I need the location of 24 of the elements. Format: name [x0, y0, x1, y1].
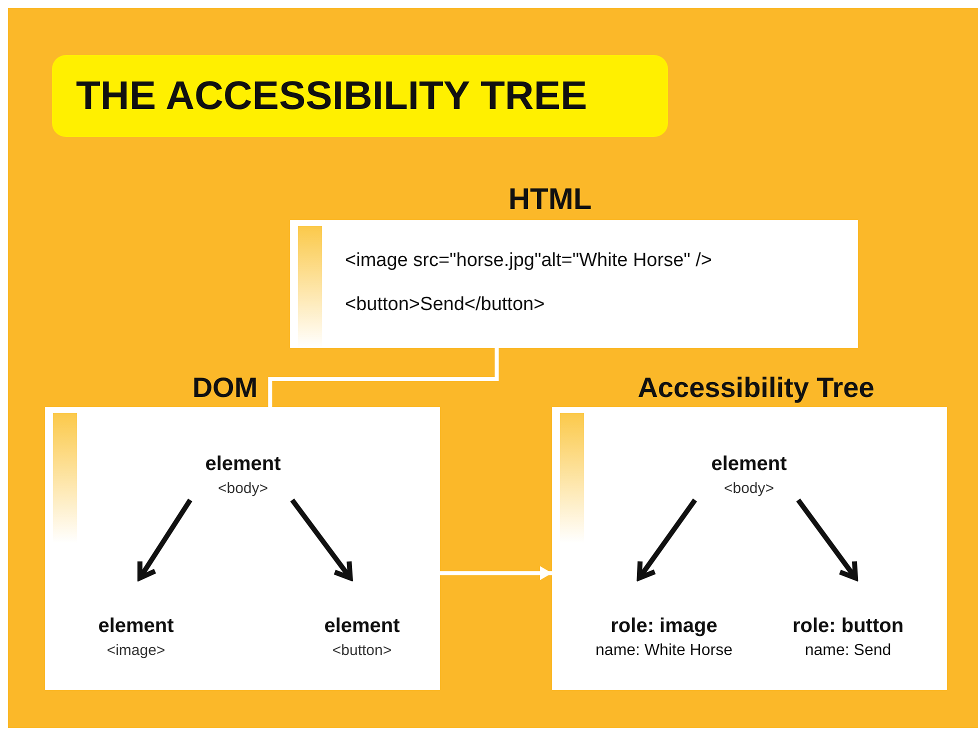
panel-heading: Accessibility Tree [636, 371, 876, 405]
node-title: element [711, 452, 787, 477]
code-line: <image src="horse.jpg"alt="White Horse" /> [345, 250, 712, 272]
node-detail: name: Send [804, 641, 892, 661]
arrow [137, 498, 192, 580]
node-detail: <body> [724, 479, 774, 499]
arrow [440, 566, 552, 580]
node-detail: name: White Horse [596, 641, 732, 661]
node-detail: <image> [106, 641, 166, 661]
panel-heading: DOM [191, 371, 259, 405]
node-title: role: image [610, 614, 718, 639]
arrow [290, 498, 353, 580]
node-title: element [205, 452, 281, 477]
connector-line [268, 348, 499, 407]
title-banner: THE ACCESSIBILITY TREE [52, 55, 668, 137]
arrow [796, 498, 858, 580]
code-line: <button>Send</button> [345, 294, 545, 316]
node-title: element [324, 614, 400, 639]
node-detail: <button> [332, 641, 392, 661]
arrow [636, 498, 698, 580]
node-title: role: button [792, 614, 904, 639]
panel-heading: HTML [507, 182, 593, 218]
node-title: element [98, 614, 174, 639]
node-detail: <body> [218, 479, 268, 499]
